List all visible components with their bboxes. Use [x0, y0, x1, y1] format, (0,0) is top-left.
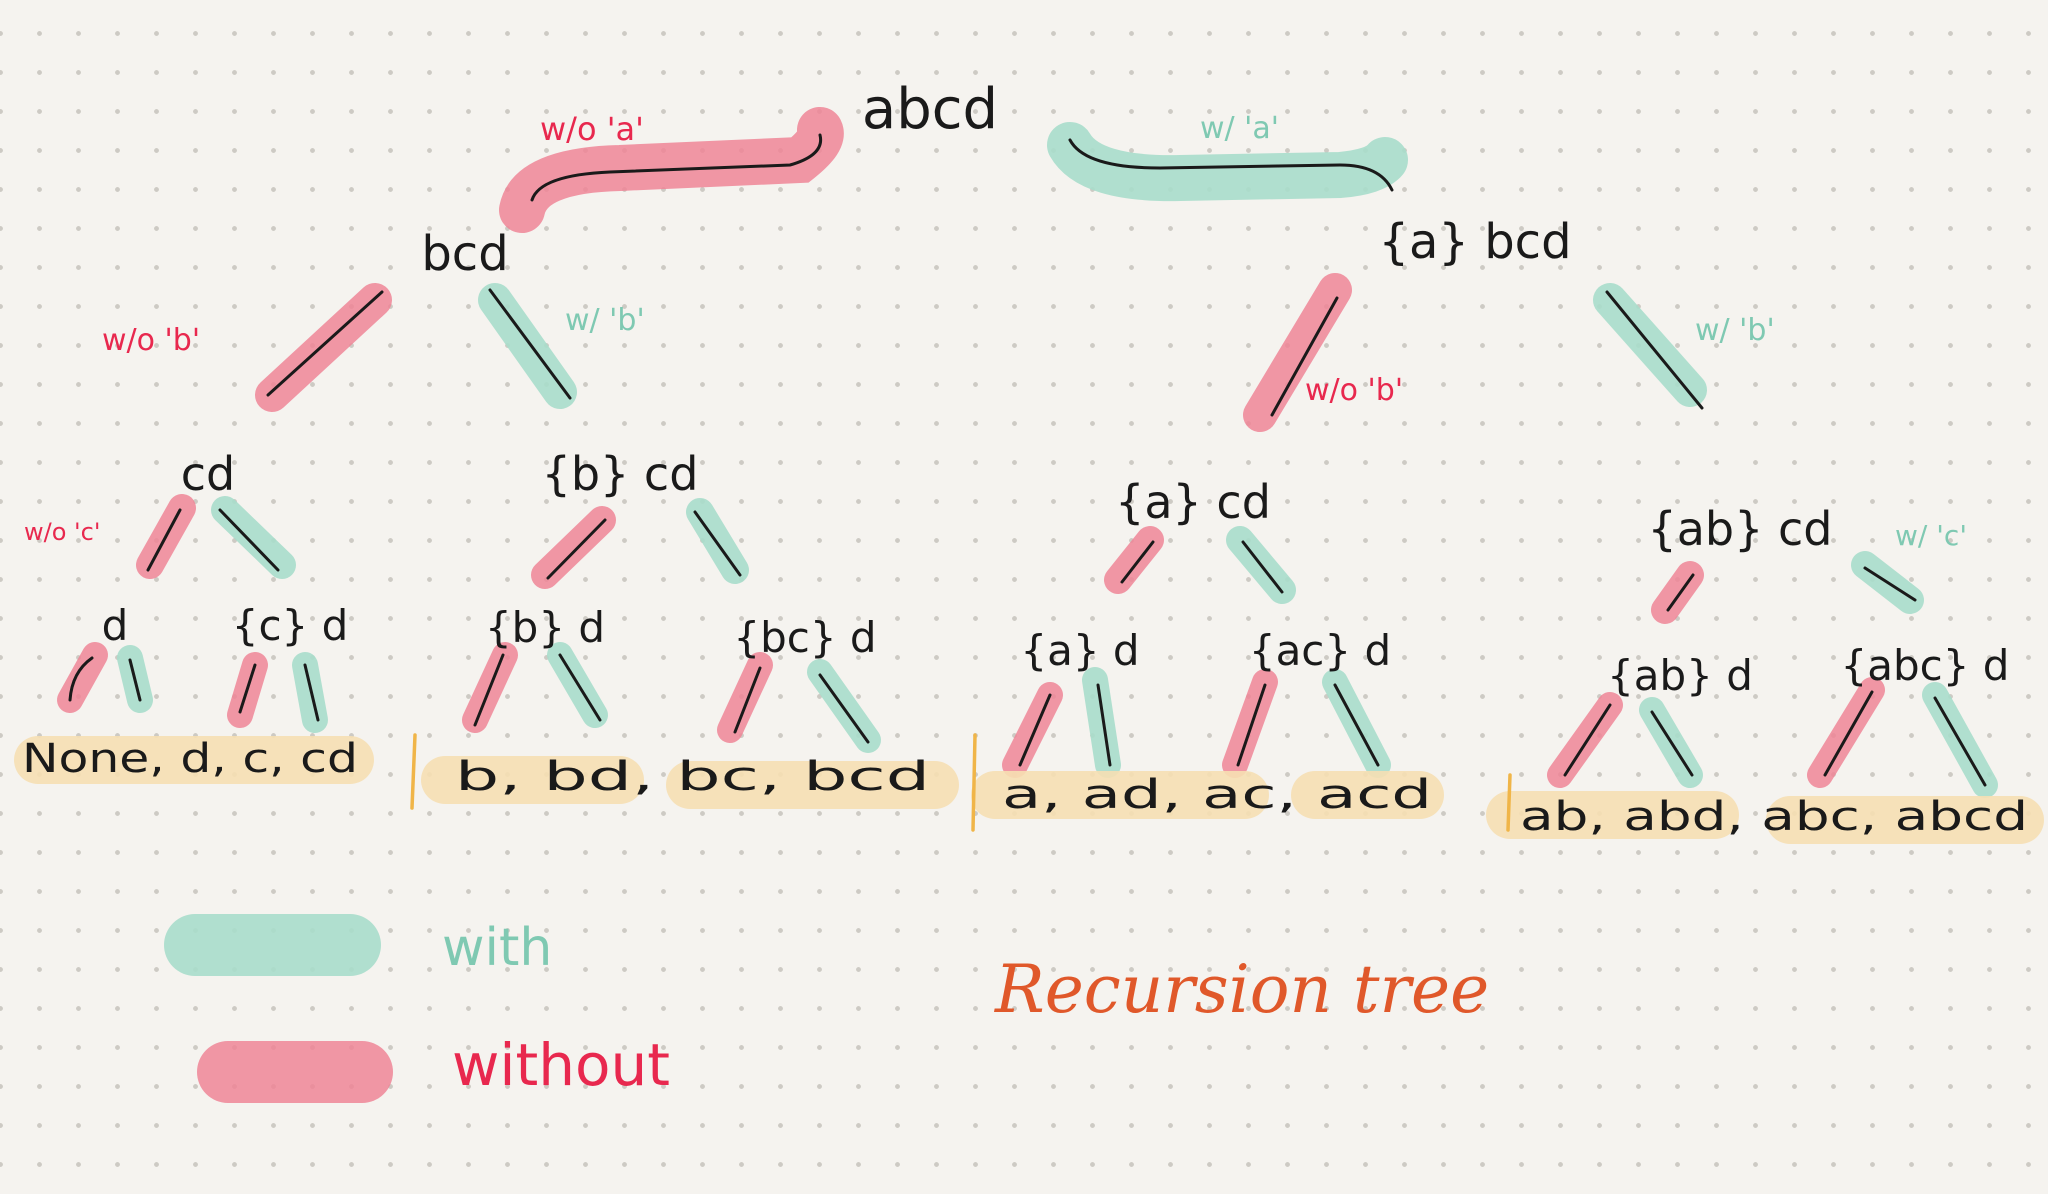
edge-w-d-2 — [303, 663, 320, 722]
edge-w-c-1 — [218, 508, 280, 572]
legend-without-label: without — [452, 1031, 670, 1099]
highlight-w-c-1 — [211, 496, 296, 579]
node-l3-2: {c} d — [232, 601, 349, 650]
label-w-b-right: w/ 'b' — [1695, 313, 1775, 348]
node-l3-1: d — [102, 601, 129, 650]
node-l1-right: {a} bcd — [1378, 214, 1571, 270]
node-l3-4: {bc} d — [733, 613, 876, 662]
edge-wo-d-6 — [1236, 683, 1267, 767]
label-w-b-left: w/ 'b' — [565, 303, 645, 338]
label-wo-b-right: w/o 'b' — [1305, 373, 1403, 408]
edge-w-d-5 — [1096, 683, 1112, 767]
label-wo-b-left: w/o 'b' — [102, 323, 200, 358]
edge-with-b-right — [1605, 290, 1704, 410]
edge-without-b-left — [266, 290, 384, 397]
label-wo-a: w/o 'a' — [540, 110, 644, 148]
highlight-leaves-g2 — [421, 756, 959, 809]
leaves-group-2: b, bd, bc, bcd — [455, 754, 930, 800]
edge-wo-d-8 — [1823, 690, 1874, 777]
node-l1-left: bcd — [421, 226, 508, 282]
node-root: abcd — [862, 77, 998, 142]
label-wo-c: w/o 'c' — [24, 518, 100, 546]
highlight-leaves-g4 — [1486, 791, 2044, 844]
separator-3 — [1506, 773, 1512, 832]
edge-wo-d-4 — [733, 666, 762, 734]
legend: with without — [164, 914, 670, 1103]
edge-w-d-7 — [1650, 710, 1694, 777]
node-l2-1: cd — [181, 447, 236, 501]
separator-2 — [971, 733, 977, 832]
highlight-wo-d-8 — [1807, 677, 1885, 788]
edge-wo-c-2 — [546, 518, 607, 580]
leaves-group-4: ab, abd, abc, abcd — [1520, 794, 2028, 840]
legend-with-label: with — [442, 918, 552, 978]
edge-wo-d-3 — [473, 653, 505, 727]
highlight-wo-d-1 — [57, 642, 108, 713]
edge-labels: w/o 'a' w/ 'a' w/o 'b' w/ 'b' w/o 'b' w/… — [24, 110, 1967, 552]
highlight-layer — [14, 107, 2044, 844]
node-l3-5: {a} d — [1020, 626, 1139, 675]
edge-wo-c-4 — [1666, 573, 1695, 612]
highlight-wo-c-2 — [531, 506, 616, 589]
leaf-groups: None, d, c, cd b, bd, bc, bcd a, ad, ac,… — [22, 736, 2028, 840]
node-l2-3: {a} cd — [1115, 475, 1271, 529]
edge-w-d-4 — [818, 673, 870, 744]
edge-without-b-right — [1270, 296, 1339, 417]
edge-w-c-2 — [693, 510, 742, 577]
highlight-wo-d-4 — [717, 652, 773, 743]
highlight-with-a — [1047, 122, 1408, 202]
edge-w-d-6 — [1333, 683, 1380, 767]
separator-1 — [410, 733, 417, 810]
node-l3-6: {ac} d — [1249, 626, 1391, 675]
edge-w-d-8 — [1933, 696, 1987, 787]
highlight-without-b-right — [1243, 273, 1352, 432]
edge-wo-c-1 — [146, 508, 182, 572]
edge-w-c-4 — [1863, 566, 1917, 602]
label-w-c: w/ 'c' — [1895, 519, 1967, 552]
node-l3-7: {ab} d — [1607, 651, 1753, 700]
edge-without-a — [530, 133, 823, 202]
highlight-wo-c-3 — [1104, 526, 1164, 594]
edge-wo-d-7 — [1563, 703, 1612, 777]
leaves-group-3: a, ad, ac, acd — [1002, 772, 1432, 818]
label-w-a: w/ 'a' — [1200, 111, 1279, 146]
node-l3-3: {b} d — [485, 603, 605, 652]
edge-w-d-3 — [558, 653, 602, 722]
leaves-group-1: None, d, c, cd — [22, 736, 358, 782]
tree-nodes: abcd bcd {a} bcd cd {b} cd {a} cd {ab} c… — [102, 77, 2010, 700]
highlight-w-d-5 — [1082, 667, 1121, 778]
edge-w-c-3 — [1241, 540, 1284, 594]
edge-with-b-left — [488, 288, 572, 400]
highlight-with-b-left — [478, 283, 577, 409]
edge-wo-c-3 — [1120, 540, 1155, 584]
node-l3-8: {abc} d — [1841, 641, 2010, 690]
highlight-wo-c-4 — [1651, 561, 1704, 624]
edge-wo-d-1 — [68, 656, 94, 702]
edge-w-d-1 — [128, 658, 142, 702]
diagram-title: Recursion tree — [994, 951, 1489, 1028]
node-l2-4: {ab} cd — [1647, 502, 1832, 556]
edge-wo-d-5 — [1018, 693, 1052, 767]
edge-with-a — [1068, 138, 1394, 192]
group-separators — [410, 733, 1512, 832]
edge-wo-d-2 — [238, 663, 257, 714]
edge-layer — [68, 133, 1987, 787]
node-l2-2: {b} cd — [542, 447, 699, 501]
